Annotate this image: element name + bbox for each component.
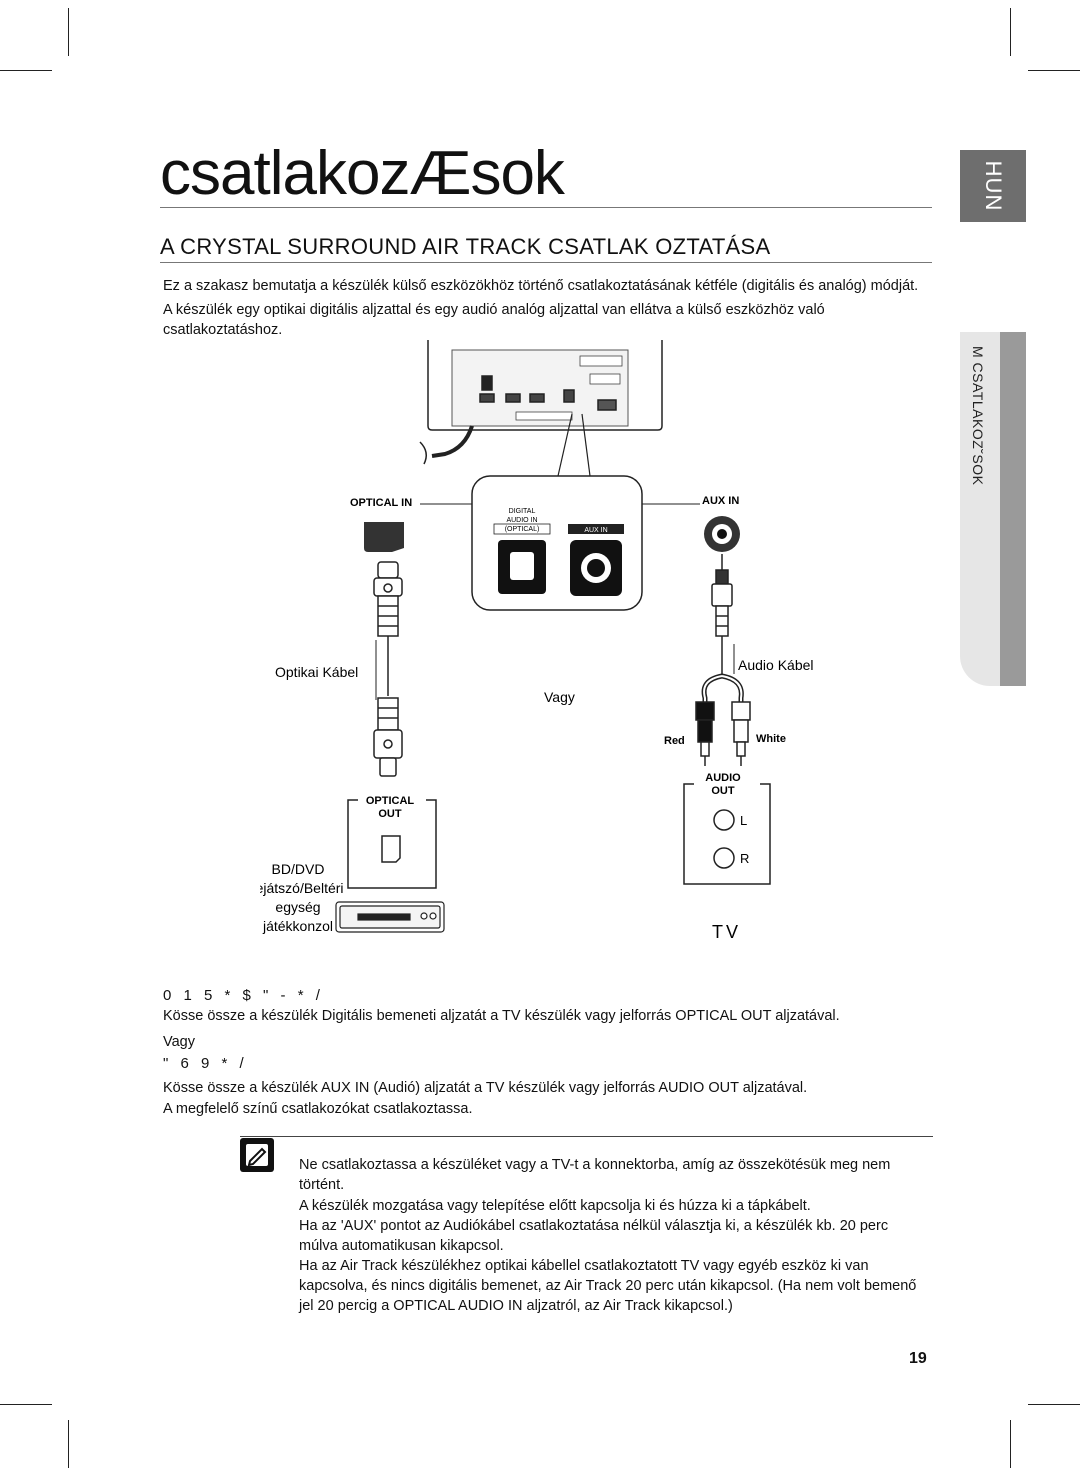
or-label: Vagy bbox=[544, 689, 575, 705]
optical-port-icon bbox=[364, 522, 404, 552]
tv-label: TV bbox=[712, 922, 741, 942]
optical-instruction: Kösse össze a készülék Digitális bemenet… bbox=[163, 1008, 840, 1024]
section-tab: M CSATLAKOZ˘SOK bbox=[960, 332, 1026, 686]
title-divider bbox=[160, 207, 932, 208]
source-device-label: lejátszó/Beltéri bbox=[260, 880, 344, 896]
note-item: Ne csatlakoztassa a készüléket vagy a TV… bbox=[299, 1157, 891, 1193]
note-item: Ha az Air Track készülékhez optikai kábe… bbox=[299, 1258, 917, 1314]
optical-out-label: OUT bbox=[378, 808, 402, 820]
crop-mark bbox=[68, 8, 69, 56]
note-divider bbox=[240, 1136, 933, 1137]
aux-port-icon-hole bbox=[717, 529, 727, 539]
optical-plug-top bbox=[373, 561, 403, 637]
panel-digital-label: DIGITAL bbox=[509, 508, 536, 515]
white-label: White bbox=[756, 733, 786, 745]
player-device-icon bbox=[335, 901, 445, 933]
aux-plug bbox=[711, 554, 733, 637]
red-label: Red bbox=[664, 735, 685, 747]
audio-out-l-jack bbox=[713, 809, 735, 831]
rca-plug-white bbox=[731, 701, 751, 766]
page-title: csatlakozÆsok bbox=[160, 139, 565, 208]
audio-out-label-bg bbox=[694, 770, 760, 798]
crop-mark bbox=[1010, 1420, 1011, 1468]
language-tab-label: HUN bbox=[981, 160, 1006, 212]
audio-cable-label: Audio Kábel bbox=[738, 657, 814, 673]
section-tab-label: M CSATLAKOZ˘SOK bbox=[970, 346, 986, 486]
optical-jack-inner bbox=[510, 552, 534, 580]
note-item: Ha az 'AUX' pontot az Audiókábel csatlak… bbox=[299, 1218, 889, 1254]
audio-out-r-label: R bbox=[740, 851, 749, 866]
optical-plug-bottom bbox=[373, 697, 403, 777]
source-device-label: egység bbox=[275, 899, 320, 915]
zoom-line bbox=[557, 413, 573, 477]
connection-diagram: DIGITAL AUDIO IN (OPTICAL) AUX IN OPTICA… bbox=[260, 340, 814, 942]
audio-out-l-label: L bbox=[740, 813, 747, 828]
language-tab: HUN bbox=[960, 150, 1026, 222]
page-number: 19 bbox=[909, 1350, 927, 1367]
aux-heading: " 6 9 * / bbox=[163, 1055, 248, 1072]
panel-aux-label-box bbox=[568, 524, 624, 534]
aux-jack-hole bbox=[587, 559, 605, 577]
optical-cable-label: Optikai Kábel bbox=[275, 664, 358, 680]
source-device-label: BD/DVD bbox=[272, 861, 325, 877]
panel-digital-label-box bbox=[493, 523, 551, 535]
panel-digital-label: AUDIO IN bbox=[506, 517, 537, 524]
crop-mark bbox=[1028, 1404, 1080, 1405]
audio-out-label: AUDIO bbox=[705, 772, 741, 784]
rca-plug-red bbox=[695, 701, 715, 766]
crop-mark bbox=[0, 70, 52, 71]
heading-divider bbox=[160, 262, 932, 263]
audio-cable-split-inner bbox=[703, 675, 743, 702]
crop-mark bbox=[0, 1404, 52, 1405]
crop-mark bbox=[68, 1420, 69, 1468]
optical-out-label: OPTICAL bbox=[366, 795, 415, 807]
crop-mark bbox=[1028, 70, 1080, 71]
power-cord-end bbox=[419, 441, 427, 465]
zoom-line bbox=[581, 413, 591, 477]
note-item: A készülék mozgatása vagy telepítése elő… bbox=[299, 1198, 811, 1214]
audio-out-box bbox=[683, 783, 771, 885]
intro-paragraph: A készülék egy optikai digitális aljzatt… bbox=[163, 302, 825, 338]
optical-in-label: OPTICAL IN bbox=[350, 497, 412, 509]
unit-rear-panel bbox=[427, 340, 663, 431]
panel-aux-label: AUX IN bbox=[584, 527, 607, 534]
aux-instruction: A megfelelő színű csatlakozókat csatlako… bbox=[163, 1101, 473, 1117]
panel-digital-label: (OPTICAL) bbox=[505, 526, 540, 533]
audio-out-label: OUT bbox=[711, 785, 735, 797]
intro-paragraph: Ez a szakasz bemutatja a készülék külső … bbox=[163, 278, 919, 294]
optical-heading: 0 1 5 * $ " - * / bbox=[163, 987, 324, 1004]
crop-mark bbox=[1010, 8, 1011, 56]
aux-instruction: Kösse össze a készülék AUX IN (Audió) al… bbox=[163, 1080, 808, 1096]
source-device-label: játékkonzol bbox=[262, 918, 333, 934]
audio-out-r-jack bbox=[713, 847, 735, 869]
section-heading: A CRYSTAL SURROUND AIR TRACK CSATLAK OZT… bbox=[160, 234, 771, 259]
note-icon bbox=[240, 1138, 274, 1172]
or-separator: Vagy bbox=[163, 1034, 195, 1050]
aux-in-label: AUX IN bbox=[702, 495, 739, 507]
power-cord bbox=[431, 425, 474, 458]
optical-out-label-bg bbox=[358, 793, 426, 819]
optical-out-port-icon bbox=[381, 835, 401, 863]
